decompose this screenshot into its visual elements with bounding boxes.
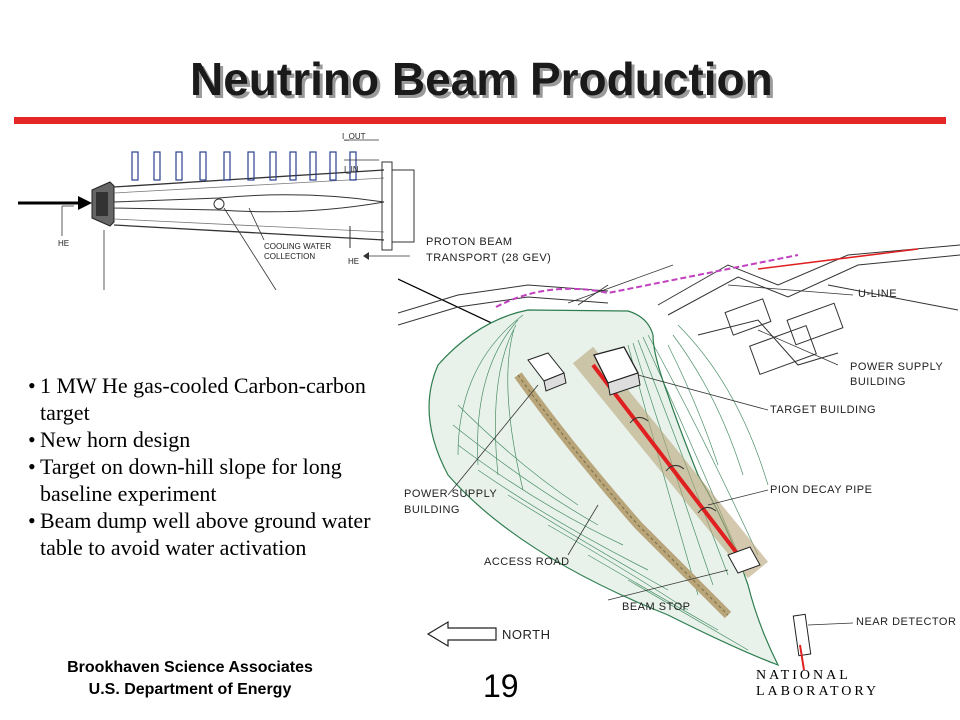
lab-logo-text: NATIONAL LABORATORY bbox=[756, 668, 880, 699]
horn-diagram: I_OUT I_IN HE HE COOLING WATER COLLECTIO… bbox=[14, 130, 434, 290]
pion-decay-pipe-label: PION DECAY PIPE bbox=[770, 484, 872, 496]
target-building-label: TARGET BUILDING bbox=[770, 404, 876, 416]
page-number: 19 bbox=[483, 668, 519, 704]
site-diagram: PROTON BEAM TRANSPORT (28 GEV) U-LINE PO… bbox=[398, 236, 960, 670]
north-label: NORTH bbox=[502, 627, 550, 642]
power-supply-right-label-1: POWER SUPPLY bbox=[850, 361, 943, 373]
title-underline bbox=[14, 117, 946, 124]
north-arrow-icon bbox=[426, 620, 497, 648]
footer-organization: Brookhaven Science Associates U.S. Depar… bbox=[30, 657, 350, 701]
he-left-label: HE bbox=[58, 239, 69, 248]
power-supply-left-label-1: POWER SUPPLY bbox=[404, 488, 497, 500]
beam-stop-label: BEAM STOP bbox=[622, 601, 690, 613]
cooling-water-label-2: COLLECTION bbox=[264, 252, 315, 261]
power-supply-right-label-2: BUILDING bbox=[850, 376, 906, 388]
bullet-item: 1 MW He gas-cooled Carbon-carbon target bbox=[28, 372, 388, 426]
near-detector-label: NEAR DETECTOR bbox=[856, 616, 956, 628]
proton-beam-label-2: TRANSPORT (28 GEV) bbox=[426, 252, 551, 264]
footer-line-2: U.S. Department of Energy bbox=[88, 681, 292, 698]
u-line-label: U-LINE bbox=[858, 288, 897, 300]
footer-line-1: Brookhaven Science Associates bbox=[67, 659, 313, 676]
proton-beam-label-1: PROTON BEAM bbox=[426, 236, 513, 248]
i-in-label: I_IN bbox=[344, 165, 359, 174]
bullet-item: New horn design bbox=[28, 426, 388, 453]
power-supply-left-label-2: BUILDING bbox=[404, 504, 460, 516]
i-out-label: I_OUT bbox=[342, 132, 366, 141]
bullet-item: Beam dump well above ground water table … bbox=[28, 507, 388, 561]
he-right-label: HE bbox=[348, 257, 359, 266]
bullet-item: Target on down-hill slope for long basel… bbox=[28, 453, 388, 507]
page-title: Neutrino Beam Production bbox=[190, 53, 773, 105]
access-road-label: ACCESS ROAD bbox=[484, 556, 570, 568]
bullet-list: 1 MW He gas-cooled Carbon-carbon target … bbox=[28, 372, 388, 561]
cooling-water-label-1: COOLING WATER bbox=[264, 242, 331, 251]
